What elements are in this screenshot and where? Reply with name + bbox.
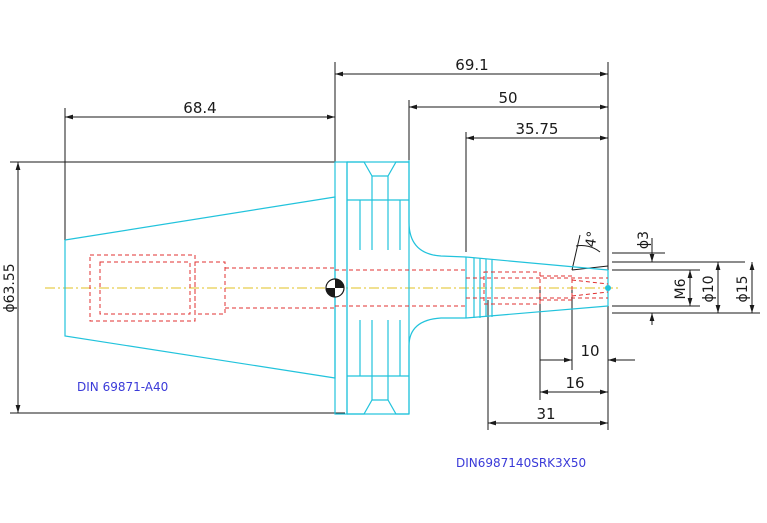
center-mark-icon <box>325 278 611 298</box>
dim-dia-3: ϕ3 <box>636 231 652 249</box>
extension-lines <box>10 62 760 430</box>
internal-bore-hidden <box>89 254 609 322</box>
tool-holder-outline <box>64 160 609 415</box>
dim-68-4: 68.4 <box>183 99 216 117</box>
dim-10: 10 <box>580 342 599 360</box>
dim-dia-10: ϕ10 <box>701 275 717 302</box>
dim-16: 16 <box>565 374 584 392</box>
dim-69-1: 69.1 <box>455 56 488 74</box>
dim-50: 50 <box>498 89 517 107</box>
dim-m6: M6 <box>673 278 689 299</box>
dimension-lines <box>15 71 755 426</box>
caption-part: DIN6987140SRK3X50 <box>456 456 586 470</box>
dim-dia-15: ϕ15 <box>735 275 751 302</box>
caption-holder: DIN 69871-A40 <box>77 380 168 394</box>
dim-angle: 4° <box>583 230 602 248</box>
dim-dia-63-55: ϕ63.55 <box>2 263 18 312</box>
dim-31: 31 <box>536 405 555 423</box>
dim-35-75: 35.75 <box>516 120 559 138</box>
